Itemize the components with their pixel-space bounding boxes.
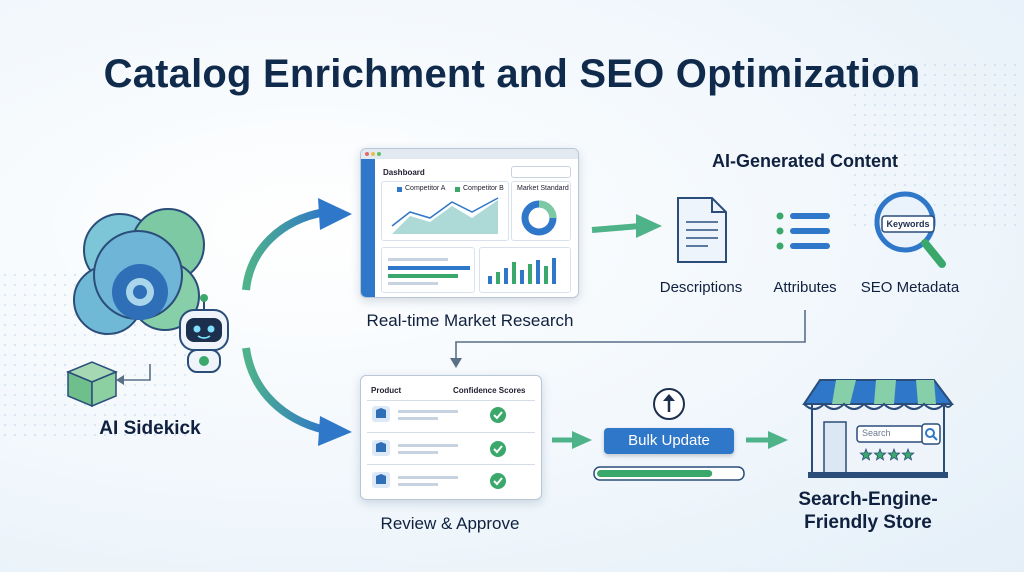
rating-stars	[859, 447, 915, 461]
document-icon	[677, 197, 727, 263]
store-label: Search-Engine- Friendly Store	[768, 488, 968, 534]
decor-dots-right	[850, 60, 1024, 230]
connector-content-to-review	[455, 310, 806, 360]
col-product: Product	[371, 386, 402, 395]
star-icon	[887, 447, 901, 461]
arrow-to-review	[242, 347, 326, 434]
progress-fill	[597, 470, 713, 477]
bar-lines	[388, 258, 470, 285]
legend-competitor-b: Competitor B	[463, 185, 504, 192]
page-title: Catalog Enrichment and SEO Optimization	[103, 52, 921, 96]
magnifier-icon	[874, 191, 946, 268]
star-icon	[873, 447, 887, 461]
review-table: Product Confidence Scores	[360, 375, 542, 500]
review-approve-label: Review & Approve	[380, 514, 520, 533]
dashboard-title: Dashboard	[383, 168, 425, 177]
market-standard-label: Market Standard	[517, 185, 569, 192]
col-confidence: Confidence Scores	[453, 386, 526, 395]
keywords-tag: Keywords	[886, 219, 930, 229]
table-row	[372, 406, 506, 423]
list-icon	[776, 212, 830, 250]
ai-sidekick-label: AI Sidekick	[99, 418, 201, 439]
robot-icon	[179, 294, 229, 373]
legend-competitor-a: Competitor A	[405, 185, 446, 192]
store-search-placeholder: Search	[862, 428, 891, 438]
check-icon	[490, 407, 506, 423]
market-research-label: Real-time Market Research	[366, 311, 574, 330]
gear-icon	[112, 264, 168, 320]
store-label-line1: Search-Engine-	[798, 489, 938, 510]
table-row	[372, 440, 506, 457]
attributes-label: Attributes	[773, 279, 837, 296]
table-row	[372, 472, 506, 489]
check-icon	[490, 473, 506, 489]
package-icon	[66, 361, 118, 408]
arrow-to-store	[768, 431, 788, 449]
bulk-update-button[interactable]: Bulk Update	[604, 428, 734, 454]
star-icon	[859, 447, 873, 461]
ai-content-heading: AI-Generated Content	[711, 151, 898, 171]
area-chart	[392, 200, 498, 234]
column-chart	[488, 258, 556, 284]
star-icon	[901, 447, 915, 461]
arrowhead-research	[318, 198, 352, 230]
check-icon	[490, 441, 506, 457]
store-label-line2: Friendly Store	[804, 512, 932, 533]
arrow-to-content	[591, 223, 641, 233]
arrowhead-review	[318, 416, 352, 446]
arrow-to-bulk	[572, 431, 592, 449]
seo-metadata-label: SEO Metadata	[860, 279, 960, 296]
search-icon	[925, 428, 935, 438]
arrow-to-research	[242, 208, 326, 291]
descriptions-label: Descriptions	[659, 279, 743, 296]
